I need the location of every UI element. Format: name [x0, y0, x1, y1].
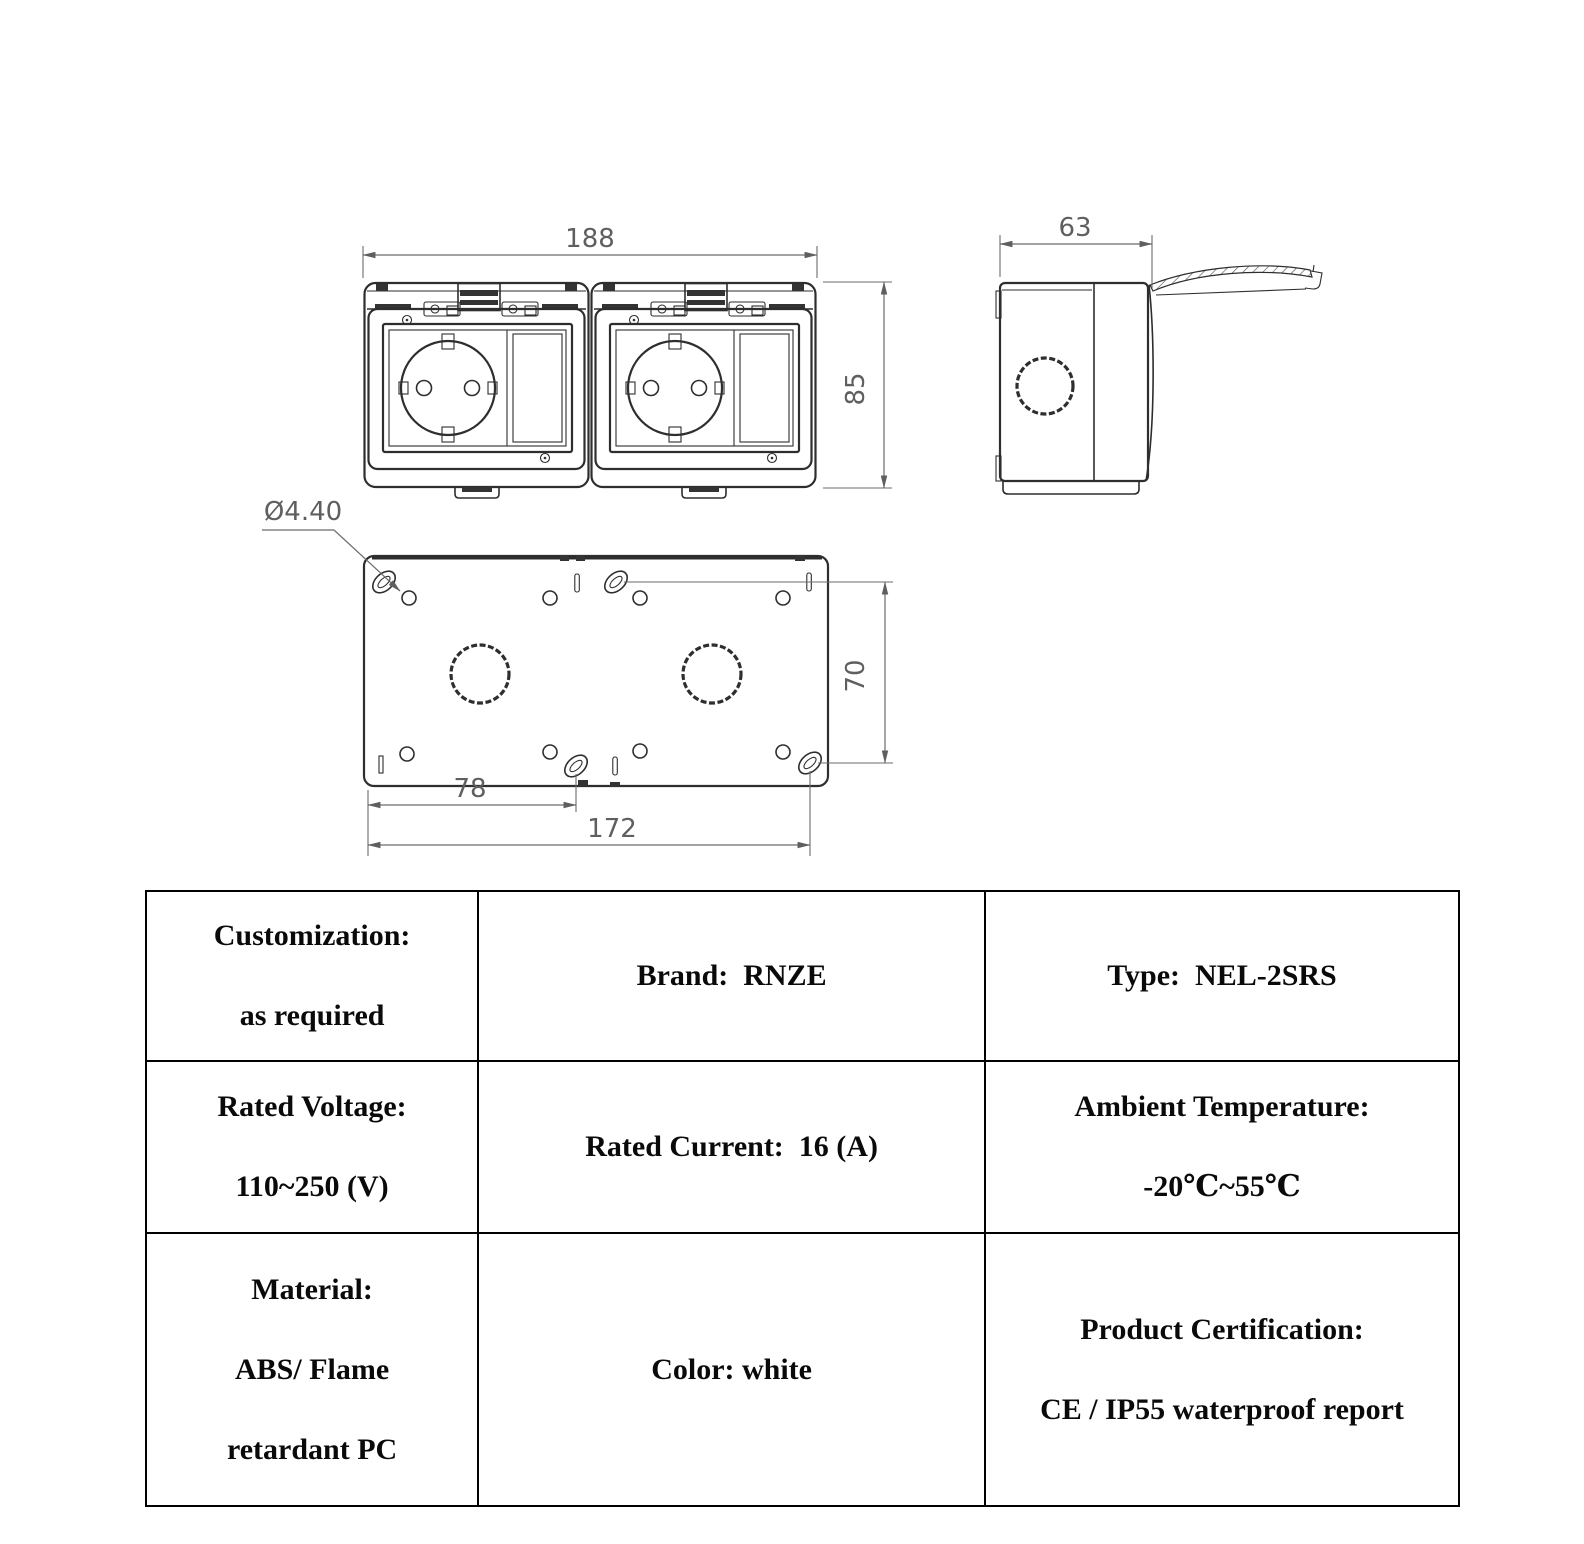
- knockout-hole-left: [449, 643, 511, 705]
- spec-cell-ambient-temperature: Ambient Temperature: -20℃~55℃: [984, 1060, 1460, 1234]
- spec-text: Rated Voltage:: [217, 1090, 407, 1123]
- spec-text: Color: white: [651, 1352, 812, 1386]
- dimension-mount-horizontal-1: 78: [367, 774, 577, 856]
- dimension-front-height: 85: [823, 281, 892, 489]
- dimension-mount-horizontal-2: 172: [367, 771, 811, 856]
- cable-entry-hole: [1015, 356, 1075, 416]
- dim-label-hole-diameter: Ø4.40: [264, 497, 342, 527]
- spec-row-1: Customization: as required Brand: RNZE T…: [144, 890, 1460, 1062]
- dim-label-mount-vertical: 70: [841, 659, 871, 692]
- spec-text: Product Certification:: [1080, 1312, 1364, 1346]
- spec-text: 110~250 (V): [235, 1170, 389, 1203]
- front-view: [363, 281, 817, 500]
- spec-text: ABS/ Flame: [235, 1352, 390, 1386]
- spec-cell-certification: Product Certification: CE / IP55 waterpr…: [984, 1232, 1460, 1507]
- spec-text: Customization:: [213, 919, 411, 952]
- dim-label-mount-horizontal-2: 172: [587, 814, 637, 844]
- dim-label-front-height: 85: [841, 372, 871, 405]
- open-lid: [1149, 264, 1323, 296]
- socket-unit-right: [590, 281, 817, 500]
- spec-text: as required: [239, 999, 385, 1032]
- spec-row-3: Material: ABS/ Flame retardant PC Color:…: [144, 1232, 1460, 1507]
- dimension-front-width: 188: [362, 224, 818, 278]
- knockout-hole-right: [681, 643, 743, 705]
- spec-text: Material:: [251, 1272, 373, 1306]
- spec-row-2: Rated Voltage: 110~250 (V) Rated Current…: [144, 1060, 1460, 1234]
- dimension-side-depth: 63: [999, 213, 1153, 288]
- spec-text: Rated Current: 16 (A): [585, 1130, 878, 1163]
- spec-text: retardant PC: [226, 1432, 398, 1466]
- side-view: [995, 264, 1323, 495]
- mounting-slots: [367, 566, 827, 782]
- spec-text: Type: NEL-2SRS: [1107, 959, 1337, 992]
- spec-text: Ambient Temperature:: [1074, 1090, 1370, 1123]
- spec-text: CE / IP55 waterproof report: [1040, 1392, 1404, 1426]
- screw-holes: [399, 590, 791, 762]
- dimension-mount-vertical: 70: [624, 581, 893, 764]
- dim-label-front-width: 188: [565, 224, 615, 254]
- spec-table: Customization: as required Brand: RNZE T…: [144, 890, 1460, 1507]
- lid-hook: [1304, 270, 1323, 290]
- spec-cell-brand: Brand: RNZE: [477, 890, 986, 1062]
- rear-view: [362, 554, 830, 788]
- spec-cell-material: Material: ABS/ Flame retardant PC: [144, 1232, 480, 1507]
- dim-label-mount-horizontal-1: 78: [453, 774, 486, 804]
- spec-cell-rated-voltage: Rated Voltage: 110~250 (V): [144, 1060, 480, 1234]
- socket-unit-left: [363, 281, 590, 500]
- dim-label-side-depth: 63: [1058, 213, 1091, 243]
- spec-cell-customization: Customization: as required: [144, 890, 480, 1062]
- spec-text: -20℃~55℃: [1143, 1170, 1301, 1203]
- spec-cell-rated-current: Rated Current: 16 (A): [477, 1060, 986, 1234]
- spec-cell-type: Type: NEL-2SRS: [984, 890, 1460, 1062]
- spec-cell-color: Color: white: [477, 1232, 986, 1507]
- technical-drawing: 188 85: [262, 213, 1323, 856]
- spec-text: Brand: RNZE: [636, 959, 827, 992]
- dimension-hole-diameter: Ø4.40: [262, 497, 401, 592]
